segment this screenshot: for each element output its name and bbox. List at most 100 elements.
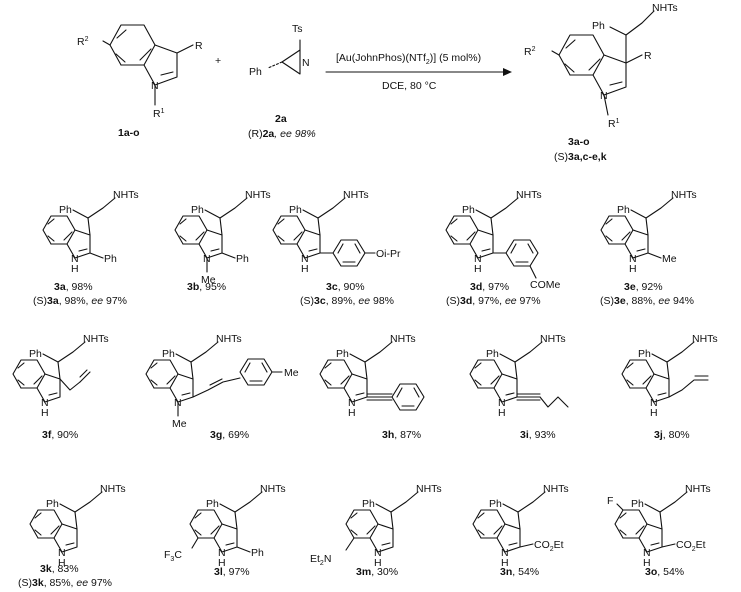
- structure-3e: Ph NHTs Me N H: [600, 189, 697, 275]
- plus-sign: +: [215, 55, 221, 67]
- n-atom: N: [629, 253, 637, 265]
- caption-ee-3c: (S)3c, 89%, ee 98%: [300, 295, 394, 307]
- structure-3m: Ph NHTs Et2N N H: [310, 483, 442, 569]
- n-atom: N: [218, 547, 226, 559]
- caption-3f: 3f, 90%: [42, 429, 78, 441]
- nhts-label: NHTs: [113, 189, 139, 201]
- co2et-label: CO2Et: [534, 539, 564, 553]
- ph-label: Ph: [29, 348, 42, 360]
- h-atom: H: [41, 407, 49, 419]
- structure-3a: Ph NHTs Ph N H: [42, 189, 139, 275]
- ph-substituent: Ph: [236, 253, 249, 265]
- r-group: R: [195, 40, 203, 52]
- caption-3g: 3g, 69%: [210, 429, 249, 441]
- caption-3i: 3i, 93%: [520, 429, 556, 441]
- structure-3c: Ph NHTs Oi-Pr N H: [272, 189, 401, 275]
- conditions-label: DCE, 80 °C: [382, 80, 437, 92]
- caption-3j: 3j, 80%: [654, 429, 690, 441]
- structure-3f: Ph NHTs N H: [12, 333, 109, 419]
- ph-label: Ph: [362, 498, 375, 510]
- h-atom: H: [301, 263, 309, 275]
- h-atom: H: [650, 407, 658, 419]
- ph-label: Ph: [191, 204, 204, 216]
- atom-n: N: [600, 90, 608, 102]
- ph-label: Ph: [59, 204, 72, 216]
- n-atom: N: [203, 253, 211, 265]
- structure-3i: Ph NHTs N H: [469, 333, 569, 419]
- caption-3m: 3m, 30%: [356, 566, 398, 578]
- aziridine-n: N: [302, 57, 310, 69]
- caption-ee-3d: (S)3d, 97%, ee 97%: [446, 295, 541, 307]
- structure-3k: Ph NHTs N H: [29, 483, 126, 569]
- h-atom: H: [374, 557, 382, 569]
- nhts-label: NHTs: [100, 483, 126, 495]
- h-atom: H: [71, 263, 79, 275]
- caption-ee-3e: (S)3e, 88%, ee 94%: [600, 295, 694, 307]
- r1-group: R1: [153, 108, 165, 120]
- nhts-label: NHTs: [343, 189, 369, 201]
- structure-3j: Ph NHTs N H: [621, 333, 718, 419]
- n-atom: N: [498, 397, 506, 409]
- nhts-label: NHTs: [652, 2, 678, 14]
- ph-label: Ph: [592, 20, 605, 32]
- nhts-label: NHTs: [516, 189, 542, 201]
- h-atom: H: [348, 407, 356, 419]
- caption-3c: 3c, 90%: [326, 281, 365, 293]
- nhts-label: NHTs: [83, 333, 109, 345]
- r1-group: R1: [608, 118, 620, 130]
- me-para-label: Me: [284, 367, 299, 379]
- et2n-label: Et2N: [310, 553, 331, 567]
- nhts-label: NHTs: [685, 483, 711, 495]
- ph-label: Ph: [162, 348, 175, 360]
- caption-3n: 3n, 54%: [500, 566, 539, 578]
- n-atom: N: [374, 547, 382, 559]
- compound-label-3a-o: 3a-o: [568, 136, 590, 148]
- structure-3o: Ph NHTs F CO2Et N H: [607, 483, 711, 569]
- r2-group: R2: [524, 46, 536, 58]
- r-group: R: [644, 50, 652, 62]
- ts-group: Ts: [292, 23, 303, 35]
- ph-label: Ph: [462, 204, 475, 216]
- structure-3h: Ph NHTs N H: [319, 333, 425, 419]
- n-atom: N: [71, 253, 79, 265]
- caption-3a: 3a, 98%: [54, 281, 93, 293]
- structure-3g: Ph NHTs Me N Me: [145, 333, 299, 430]
- nhts-label: NHTs: [216, 333, 242, 345]
- caption-ee-3k: (S)3k, 85%, ee 97%: [18, 577, 112, 589]
- ph-label: Ph: [336, 348, 349, 360]
- me-label: Me: [201, 274, 216, 286]
- compound-label-2a: 2a: [275, 113, 287, 125]
- ph-label: Ph: [486, 348, 499, 360]
- ph-label: Ph: [46, 498, 59, 510]
- caption-3l: 3l, 97%: [214, 566, 250, 578]
- subtitle-3a-o: (S)3a,c-e,k: [554, 151, 607, 163]
- catalyst-label: [Au(JohnPhos)(NTf2)] (5 mol%): [336, 52, 481, 66]
- reaction-arrow: [325, 68, 512, 76]
- n-atom: N: [474, 253, 482, 265]
- caption-3b: 3b, 95%: [187, 281, 226, 293]
- n-atom: N: [301, 253, 309, 265]
- nhts-label: NHTs: [540, 333, 566, 345]
- ph-label: Ph: [617, 204, 630, 216]
- nhts-label: NHTs: [245, 189, 271, 201]
- structure-3d: Ph NHTs COMe N H: [445, 189, 560, 291]
- ph-label: Ph: [489, 498, 502, 510]
- f-label: F: [607, 495, 613, 507]
- h-atom: H: [501, 557, 509, 569]
- atom-n: N: [151, 80, 159, 92]
- h-atom: H: [218, 557, 226, 569]
- caption-3o: 3o, 54%: [645, 566, 684, 578]
- h-atom: H: [58, 557, 66, 569]
- co2et-label: CO2Et: [676, 539, 706, 553]
- nhts-label: NHTs: [390, 333, 416, 345]
- nhts-label: NHTs: [692, 333, 718, 345]
- caption-3d: 3d, 97%: [470, 281, 509, 293]
- caption-3e: 3e, 92%: [624, 281, 663, 293]
- n-atom: N: [348, 397, 356, 409]
- aziridine-2a: Ts N Ph: [249, 23, 310, 78]
- nhts-label: NHTs: [543, 483, 569, 495]
- n-atom: N: [58, 547, 66, 559]
- ph-substituent: Ph: [251, 547, 264, 559]
- h-atom: H: [629, 263, 637, 275]
- caption-ee-3a: (S)3a, 98%, ee 97%: [33, 295, 127, 307]
